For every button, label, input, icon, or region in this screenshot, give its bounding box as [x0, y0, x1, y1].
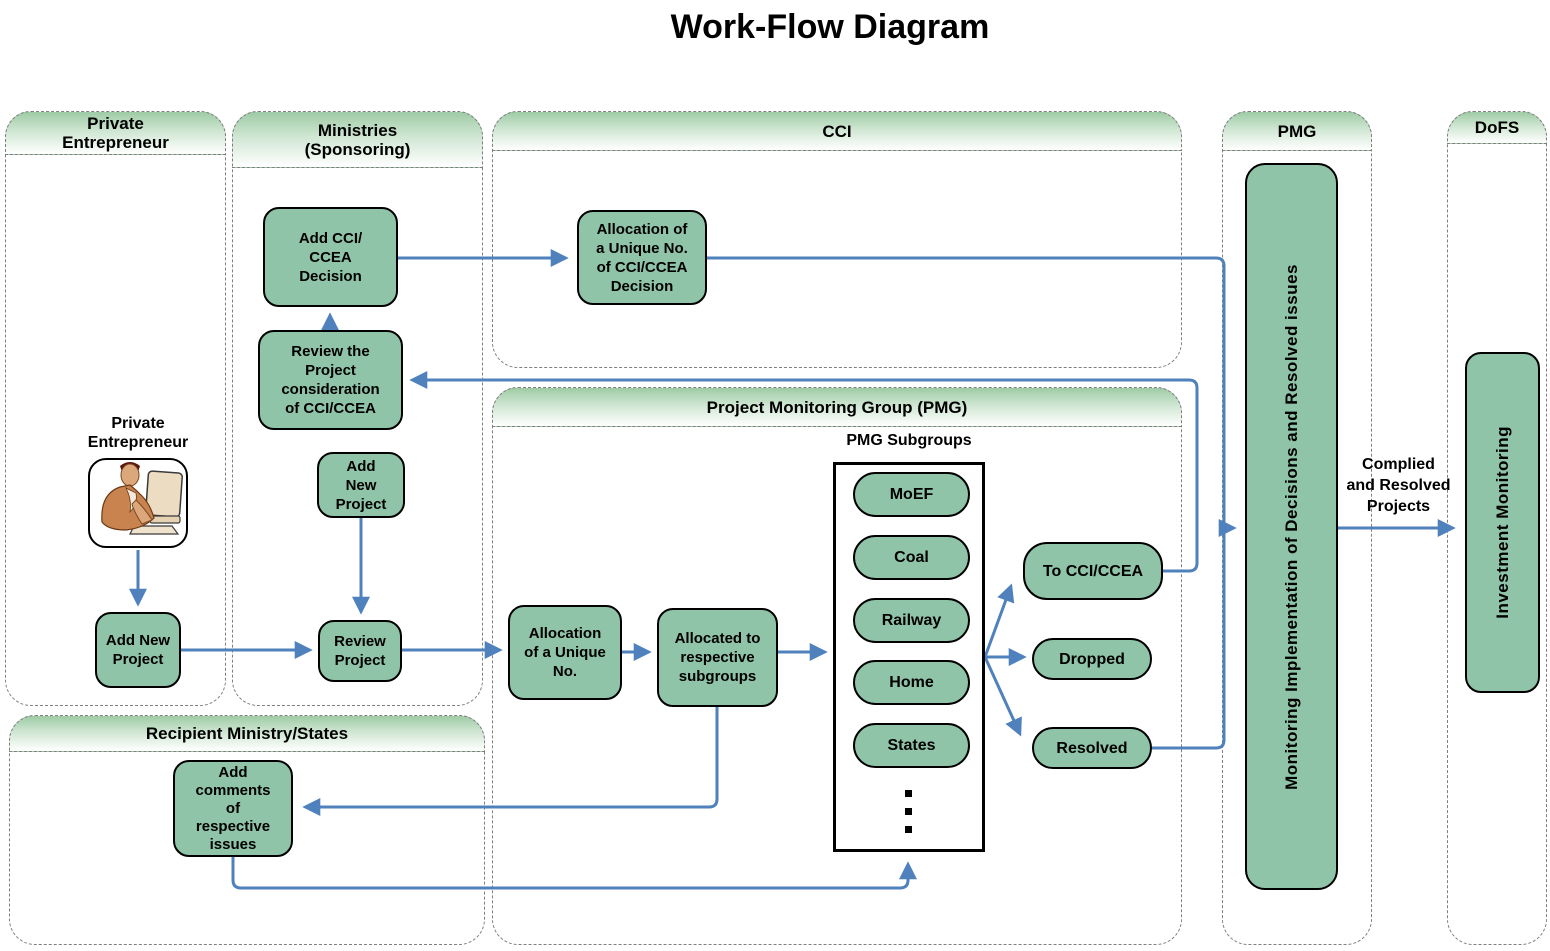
private-entrepreneur-caption: Private Entrepreneur: [87, 415, 189, 451]
complied-resolved-projects-label: Complied and Resolved Projects: [1346, 456, 1451, 515]
pill-states: States: [853, 723, 970, 768]
node-allocation-unique-no-cci-ccea: Allocation of a Unique No. of CCI/CCEA D…: [577, 210, 707, 305]
node-add-new-project-private: Add New Project: [95, 612, 181, 688]
person-at-computer-icon: [88, 458, 188, 548]
node-allocation-unique-no: Allocation of a Unique No.: [508, 605, 622, 700]
node-add-new-project-ministries: Add New Project: [317, 452, 405, 518]
lane-header-pmg: PMG: [1222, 111, 1372, 151]
node-monitoring-implementation-bar: Monitoring Implementation of Decisions a…: [1245, 163, 1338, 890]
lane-header-ministries: Ministries (Sponsoring): [232, 111, 483, 168]
node-dropped: Dropped: [1032, 638, 1152, 680]
pill-home: Home: [853, 660, 970, 705]
lane-header-recipient-ministry-states: Recipient Ministry/States: [9, 715, 485, 752]
vertical-ellipsis-icon: [905, 790, 912, 797]
pmg-subgroups-title: PMG Subgroups: [846, 432, 972, 449]
person-graphic: [101, 462, 155, 531]
node-review-project-consideration: Review the Project consideration of CCI/…: [258, 330, 403, 430]
investment-bar-label: Investment Monitoring: [1492, 426, 1512, 619]
lane-header-project-monitoring-group: Project Monitoring Group (PMG): [492, 387, 1182, 427]
node-add-cci-ccea-decision: Add CCI/ CCEA Decision: [263, 207, 398, 307]
lane-private-entrepreneur: Private Entrepreneur: [5, 111, 226, 706]
vertical-ellipsis-icon: [905, 826, 912, 833]
node-review-project: Review Project: [318, 620, 402, 682]
node-investment-monitoring-bar: Investment Monitoring: [1465, 352, 1540, 693]
monitoring-bar-label: Monitoring Implementation of Decisions a…: [1281, 263, 1301, 790]
lane-header-dofs: DoFS: [1447, 111, 1547, 144]
pill-coal: Coal: [853, 535, 970, 580]
lane-header-private-entrepreneur: Private Entrepreneur: [5, 111, 226, 155]
node-allocated-to-subgroups: Allocated to respective subgroups: [657, 608, 778, 707]
pill-railway: Railway: [853, 598, 970, 643]
vertical-ellipsis-icon: [905, 808, 912, 815]
node-add-comments: Add comments of respective issues: [173, 760, 293, 857]
lane-header-cci: CCI: [492, 111, 1182, 151]
page-title: Work-Flow Diagram: [670, 8, 990, 46]
pill-moef: MoEF: [853, 472, 970, 517]
node-resolved: Resolved: [1032, 727, 1152, 769]
node-to-cci-ccea: To CCI/CCEA: [1023, 542, 1163, 600]
monitor-graphic: [129, 470, 183, 535]
